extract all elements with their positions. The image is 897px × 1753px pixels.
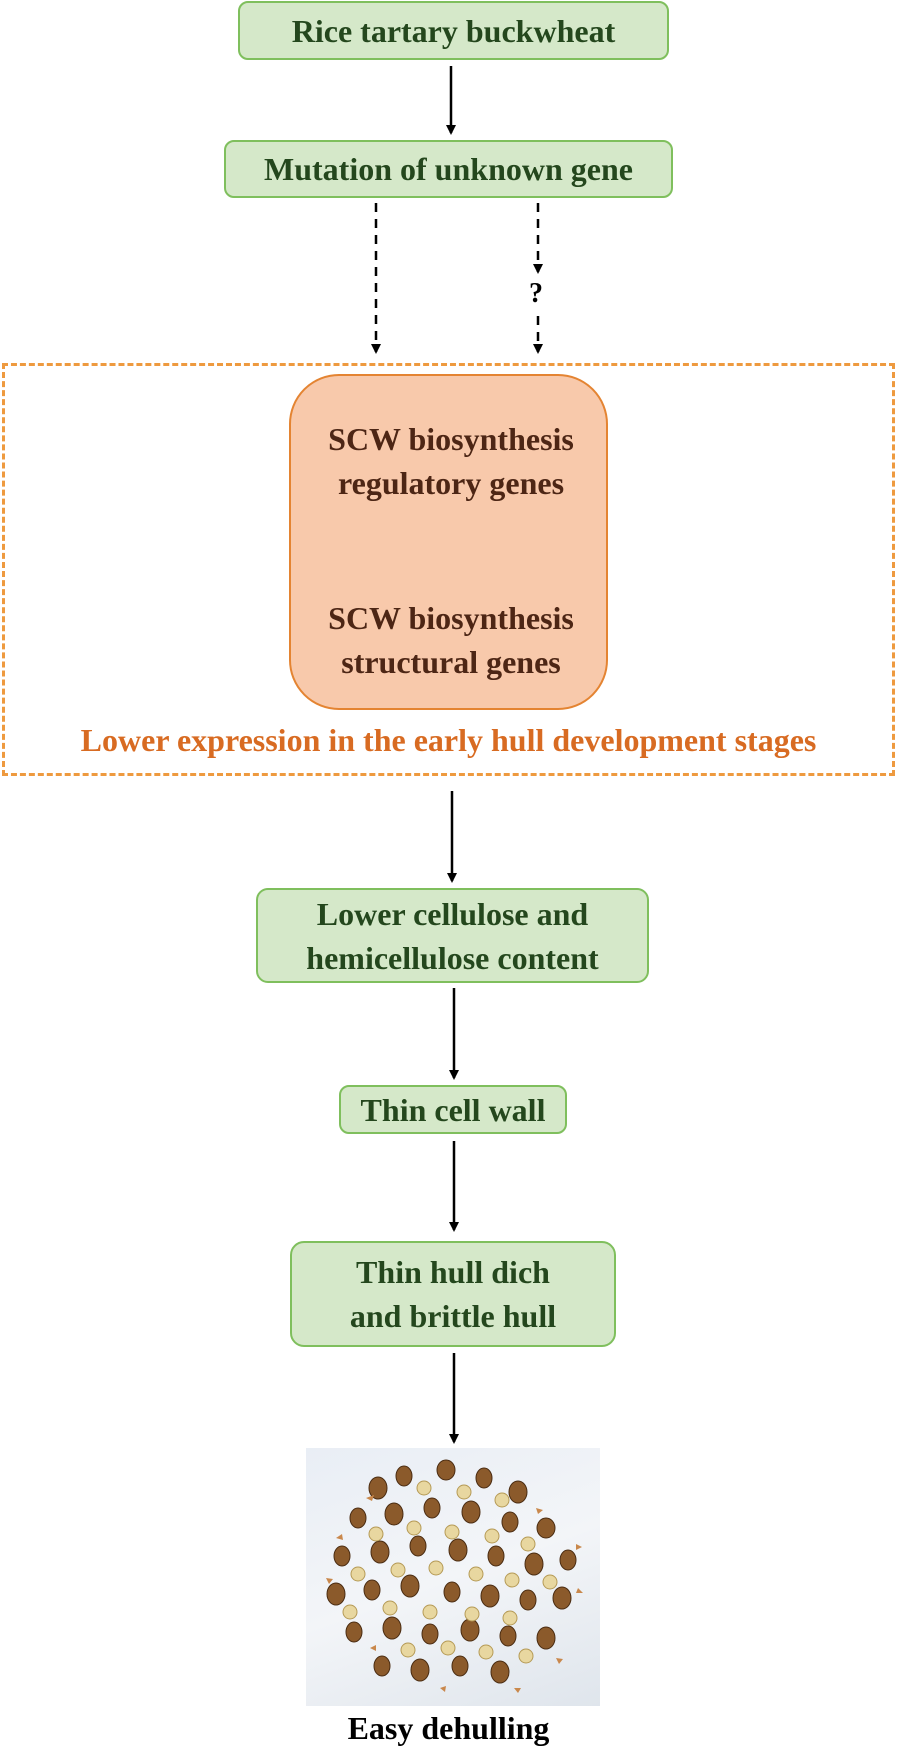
scw-regulatory-line2: regulatory genes	[337, 465, 565, 501]
node-rice-tartary-buckwheat: Rice tartary buckwheat	[238, 1, 669, 60]
scw-regulatory-label: SCW biosynthesis regulatory genes	[271, 417, 631, 505]
seeds-illustration	[326, 1459, 583, 1693]
node-cellulose: Lower cellulose and hemicellulose conten…	[256, 888, 649, 983]
scw-structural-label: SCW biosynthesis structural genes	[271, 596, 631, 684]
scw-structural-line2: structural genes	[341, 644, 561, 680]
scw-structural-line1: SCW biosynthesis	[328, 600, 574, 636]
lower-expression-caption: Lower expression in the early hull devel…	[80, 722, 817, 758]
scw-regulatory-line1: SCW biosynthesis	[328, 421, 574, 457]
node-thin-cell-wall-label: Thin cell wall	[360, 1091, 546, 1128]
question-mark: ?	[529, 278, 543, 309]
node-rice-label: Rice tartary buckwheat	[291, 12, 616, 49]
node-mutation-label: Mutation of unknown gene	[264, 151, 633, 187]
node-thin-hull: Thin hull dich and brittle hull	[290, 1241, 616, 1347]
dehulled-seeds-photo	[306, 1448, 600, 1706]
node-cellulose-line1: Lower cellulose and	[316, 895, 589, 932]
scw-genes-box	[289, 374, 608, 710]
kernel-group	[342, 1480, 558, 1664]
node-cellulose-line2: hemicellulose content	[306, 939, 599, 976]
expression-frame	[2, 363, 895, 776]
seed-group	[326, 1459, 577, 1684]
hull-fragments	[326, 1495, 583, 1693]
node-thin-hull-line2: and brittle hull	[349, 1298, 557, 1334]
easy-dehulling-label: Easy dehulling	[347, 1710, 550, 1746]
node-thin-hull-line1: Thin hull dich	[356, 1254, 550, 1290]
node-thin-cell-wall: Thin cell wall	[339, 1085, 567, 1134]
node-mutation: Mutation of unknown gene	[224, 140, 673, 198]
